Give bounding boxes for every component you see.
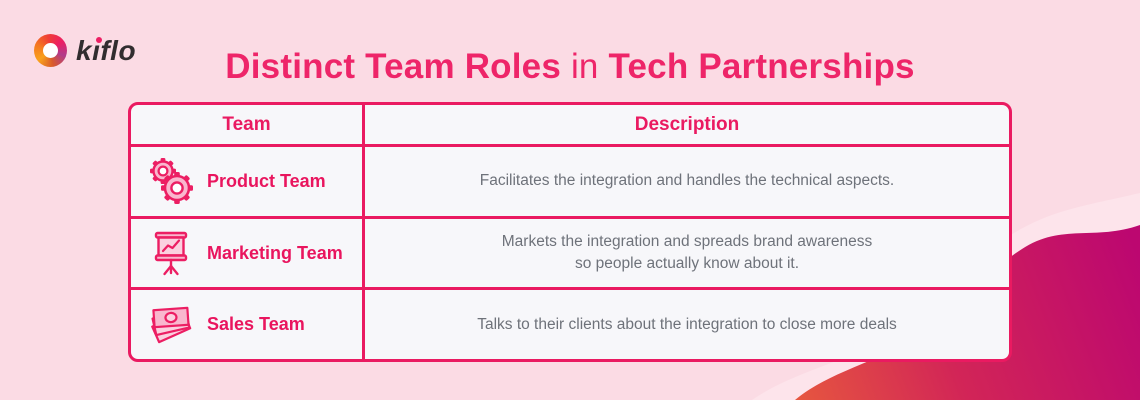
- money-bills-icon: [151, 306, 192, 343]
- team-cell-marketing: Marketing Team: [131, 218, 365, 288]
- table-row: Marketing Team Markets the integration a…: [131, 218, 1009, 291]
- header-label-description: Description: [634, 113, 740, 135]
- kiflo-wordmark: kıflo: [76, 35, 136, 67]
- description-cell-product: Facilitates the integration and handles …: [365, 147, 1009, 216]
- description-cell-sales: Talks to their clients about the integra…: [365, 290, 1009, 359]
- team-cell-product: Product Team: [131, 147, 365, 216]
- team-roles-table: Team Description: [128, 102, 1012, 362]
- header-label-team: Team: [222, 113, 271, 135]
- header-cell-description: Description: [365, 105, 1009, 144]
- presentation-chart-icon: [154, 231, 188, 276]
- kiflo-logo: kıflo: [34, 34, 136, 67]
- title-part-bold-2: Tech Partnerships: [608, 47, 915, 86]
- kiflo-logo-ring-icon: [34, 34, 67, 67]
- description-text: Facilitates the integration and handles …: [479, 172, 895, 190]
- header-cell-team: Team: [131, 105, 365, 144]
- kiflo-wordmark-text: kıflo: [76, 34, 137, 66]
- team-name: Sales Team: [207, 314, 305, 335]
- team-cell-sales: Sales Team: [131, 290, 365, 359]
- title-part-bold-1: Distinct Team Roles: [225, 47, 562, 86]
- table-row: Product Team Facilitates the integration…: [131, 147, 1009, 219]
- team-name: Marketing Team: [207, 242, 343, 263]
- table-row: Sales Team Talks to their clients about …: [131, 290, 1009, 359]
- table-header-row: Team Description: [131, 105, 1009, 147]
- team-name: Product Team: [207, 170, 326, 191]
- description-cell-marketing: Markets the integration and spreads bran…: [365, 219, 1009, 288]
- kiflo-i-dot-icon: [96, 36, 102, 43]
- description-text: Talks to their clients about the integra…: [477, 315, 897, 333]
- title-part-thin: in: [561, 47, 609, 86]
- gears-icon: [150, 158, 193, 205]
- page-title: Distinct Team Roles in Tech Partnerships: [0, 47, 1140, 87]
- description-text: Markets the integration and spreads bran…: [501, 233, 873, 272]
